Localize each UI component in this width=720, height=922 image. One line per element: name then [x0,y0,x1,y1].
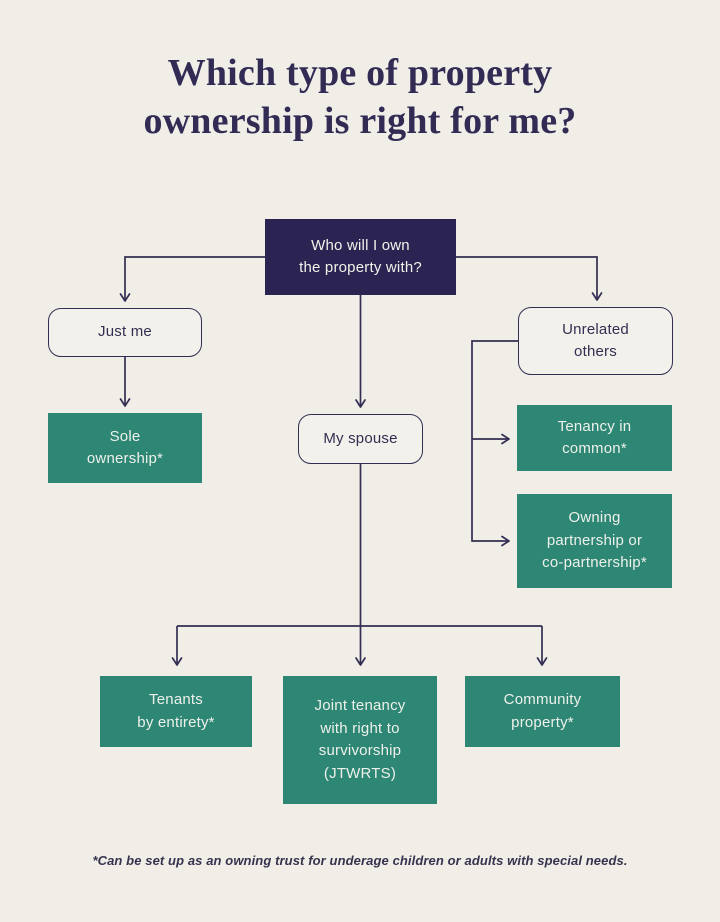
connector-root-to-unrelated [456,256,603,301]
node-tenancy-in-common-label: Tenancy in common* [557,417,632,458]
node-joint-tenancy: Joint tenancy with right to survivorship… [283,676,437,804]
node-sole-ownership-label: Sole ownership* [86,427,164,468]
diagram-title: Which type of property ownership is righ… [143,52,577,142]
node-owning-partnership: Owning partnership or co-partnership* [517,494,672,588]
node-tenants-by-entirety-label: Tenants by entirety* [137,691,215,731]
node-community-property: Community property* [465,676,620,747]
connector-unrelated-to-owning [471,340,518,547]
node-tenants-by-entirety: Tenants by entirety* [100,676,252,747]
node-just-me: Just me [48,308,202,357]
node-joint-tenancy-label: Joint tenancy with right to survivorship… [314,697,406,782]
node-community-property-label: Community property* [503,691,582,731]
node-root-question-label: Who will I own the property with? [299,236,422,277]
node-unrelated-others-label: Unrelated others [562,320,629,361]
node-just-me-label: Just me [98,323,152,341]
connector-root-to-just-me [119,256,265,302]
node-owning-partnership-label: Owning partnership or co-partnership* [542,509,647,572]
node-sole-ownership: Sole ownership* [48,413,202,483]
node-root-question: Who will I own the property with? [265,219,456,295]
connector-spouse-splitter [177,464,542,627]
node-my-spouse: My spouse [298,414,423,464]
node-unrelated-others: Unrelated others [518,307,673,375]
node-tenancy-in-common: Tenancy in common* [517,405,672,471]
footnote: *Can be set up as an owning trust for un… [92,853,628,868]
node-my-spouse-label: My spouse [323,429,398,447]
